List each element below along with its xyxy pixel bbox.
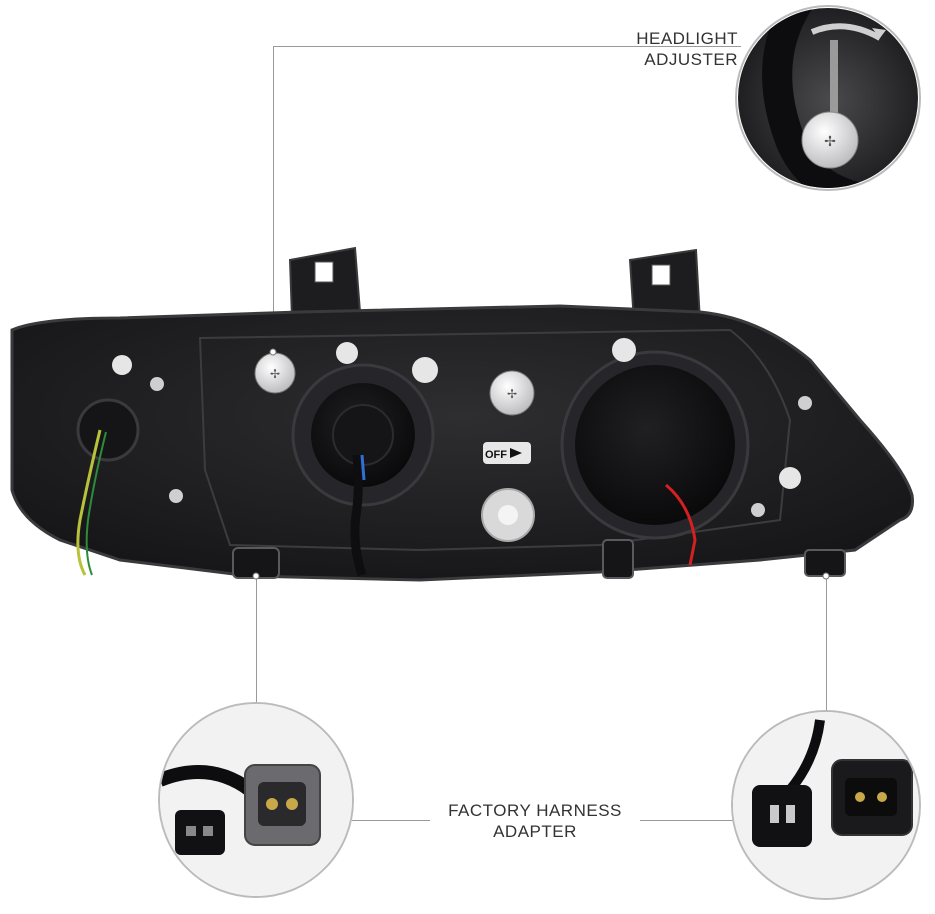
adjuster-dot [269,348,277,356]
headlight-adjuster-label: HEADLIGHT ADJUSTER [560,28,738,70]
factory-harness-line1: FACTORY HARNESS [448,801,622,820]
factory-harness-line2: ADAPTER [493,822,577,841]
adjuster-detail-circle: ✢ [735,5,921,191]
harness-right-leader [826,575,827,723]
harness-left-dot [252,572,260,580]
svg-text:✢: ✢ [824,134,836,150]
adjuster-leader-horizontal [273,46,741,47]
headlight-adjuster-line2: ADJUSTER [644,50,738,69]
headlight-housing: ✢ ✢ OFF [10,246,914,582]
adjuster-leader-vertical [273,46,274,351]
harness-right-detail-circle [731,710,921,900]
off-label: OFF [485,449,507,461]
harness-left-detail-circle [158,702,354,898]
svg-text:✢: ✢ [270,367,280,381]
harness-right-dot [822,572,830,580]
svg-text:✢: ✢ [507,387,517,401]
factory-harness-adapter-label: FACTORY HARNESS ADAPTER [430,800,640,842]
headlight-adjuster-line1: HEADLIGHT [636,29,738,48]
harness-left-leader [256,575,257,725]
